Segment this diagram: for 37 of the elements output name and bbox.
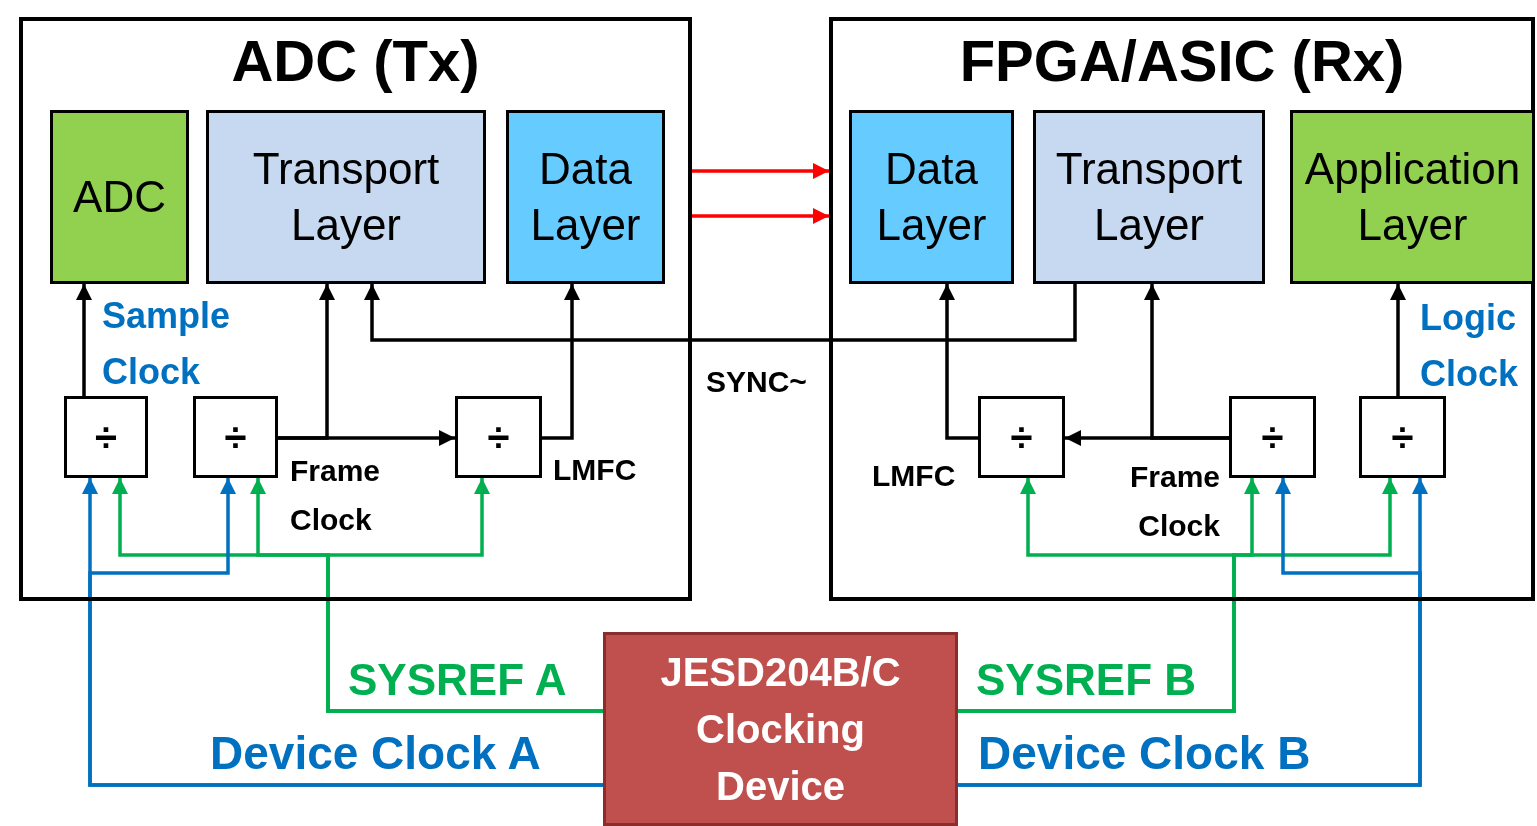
layer-box <box>1290 110 1535 284</box>
divide-symbol: ÷ <box>1391 414 1414 460</box>
arrow <box>1065 430 1229 446</box>
arrow <box>76 284 92 396</box>
layer-label: Data Layer <box>529 143 642 251</box>
block-title: FPGA/ASIC (Rx) <box>959 27 1405 94</box>
arrow <box>326 478 603 713</box>
arrow <box>692 208 829 224</box>
layer-label: Transport Layer <box>1054 143 1244 251</box>
layer-box <box>1033 110 1265 284</box>
layer-label: Application Layer <box>1303 143 1522 251</box>
arrow <box>692 163 829 179</box>
clock-label: Logic Clock <box>1420 296 1520 396</box>
device-label: JESD204B/C Clocking Device <box>659 648 902 810</box>
clocking-device-box <box>603 632 958 826</box>
layer-box <box>849 110 1014 284</box>
clock-label: Sample Clock <box>102 294 232 394</box>
layer-box <box>50 110 189 284</box>
arrow <box>939 284 978 440</box>
arrow <box>542 284 580 440</box>
layer-box <box>506 110 665 284</box>
layer-label: Data Layer <box>875 143 988 251</box>
arrow <box>958 478 1398 713</box>
divide-symbol: ÷ <box>95 414 117 460</box>
device-block <box>829 17 1535 601</box>
arrow <box>364 284 1077 342</box>
divide-symbol: ÷ <box>1261 414 1284 460</box>
layer-label: ADC <box>73 171 166 223</box>
arrow <box>278 430 455 446</box>
divide-symbol: ÷ <box>224 414 247 460</box>
divide-symbol: ÷ <box>487 414 510 460</box>
arrow <box>1390 284 1406 396</box>
device-block <box>19 17 692 601</box>
layer-box <box>206 110 486 284</box>
block-title: ADC (Tx) <box>231 27 480 94</box>
divide-symbol: ÷ <box>1010 414 1033 460</box>
layer-label: Transport Layer <box>251 143 441 251</box>
